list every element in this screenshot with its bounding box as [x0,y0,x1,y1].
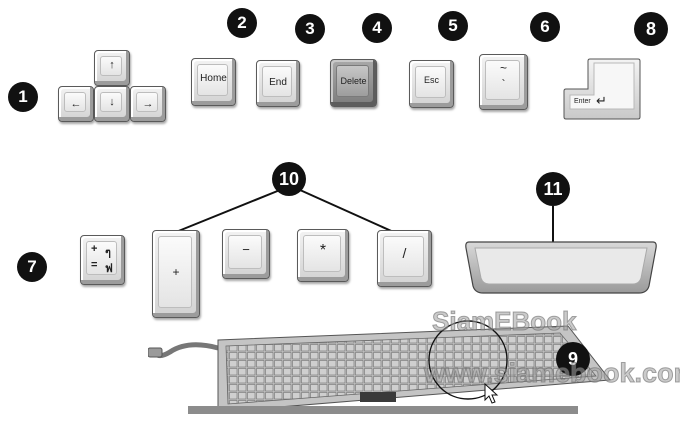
watermark-top: SiamEBook [432,306,577,337]
watermark-bottom: www.siamebook.com [424,358,680,389]
arrow-right-key: → [130,86,166,122]
label-8: 8 [634,12,668,46]
label-6: 6 [530,12,560,42]
enter-key: Enter ↵ [562,57,642,121]
spacebar-shape [465,241,657,294]
enter-key-shape [563,58,641,120]
arrow-left-key: ← [58,86,94,122]
tilde-key: ~ ` [479,54,528,110]
arrow-down-key: ↓ [94,86,130,122]
label-1: 1 [8,82,38,112]
label-4: 4 [362,13,392,43]
thai-lang-key: + ๆ = ฟ [80,235,125,285]
label-5: 5 [438,11,468,41]
enter-label: Enter [574,98,591,105]
numpad-star-key: * [297,229,349,282]
label-11: 11 [536,172,570,206]
arrow-up-key: ↑ [94,50,130,86]
label-9: 9 [556,342,590,376]
home-key: Home [191,58,236,106]
numpad-plus-key: + [152,230,200,318]
enter-arrow-icon: ↵ [596,93,607,108]
end-key: End [256,60,300,107]
full-keyboard-image [147,320,618,416]
delete-key: Delete [330,59,377,107]
numpad-minus-key: − [222,229,270,279]
label-7: 7 [17,252,47,282]
esc-key: Esc [409,60,454,108]
keyboard-illustration [147,320,611,414]
arrow-keys-group: ↑ ← ↓ → [58,50,166,122]
numpad-slash-key: / [377,230,432,287]
label-3: 3 [295,14,325,44]
spacebar-key [463,238,659,296]
label-2: 2 [227,8,257,38]
